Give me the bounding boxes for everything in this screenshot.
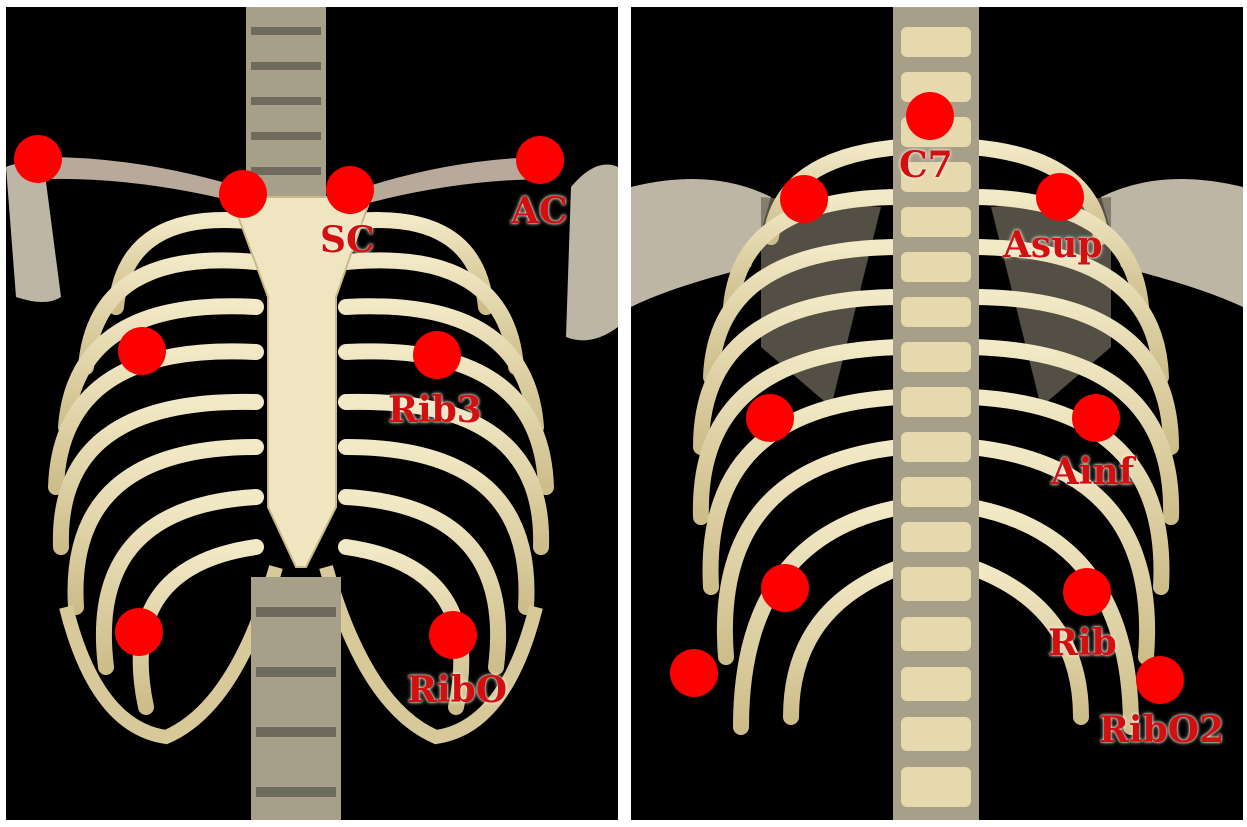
marker-rib3 [413, 331, 461, 379]
label-ribo2: RibO2 [1099, 712, 1224, 748]
marker-ribo2 [1136, 656, 1184, 704]
label-sc: SC [320, 222, 375, 258]
marker-asup [1036, 173, 1084, 221]
marker-left-acromion [14, 135, 62, 183]
marker-left-rib3 [118, 327, 166, 375]
label-ainf: Ainf [1051, 454, 1134, 490]
marker-left-ribo2 [670, 649, 718, 697]
marker-c7 [906, 92, 954, 140]
marker-left-asup [780, 175, 828, 223]
posterior-view-panel: C7 Asup Ainf Rib RibO2 [631, 7, 1243, 820]
marker-ainf [1072, 394, 1120, 442]
anterior-skeleton-illustration [6, 7, 618, 820]
marker-rib [1063, 568, 1111, 616]
marker-sc [326, 166, 374, 214]
posterior-skeleton-illustration [631, 7, 1243, 820]
label-ribo: RibO [407, 672, 507, 708]
marker-ribo [429, 611, 477, 659]
marker-left-rib [761, 564, 809, 612]
label-rib3: Rib3 [388, 392, 482, 428]
label-rib: Rib [1048, 625, 1117, 661]
marker-left-ribo [115, 608, 163, 656]
label-ac: AC [511, 193, 568, 229]
marker-ac [516, 136, 564, 184]
anterior-view-panel: SC AC Rib3 RibO [6, 7, 618, 820]
marker-left-sternoclavicular [219, 170, 267, 218]
label-asup: Asup [1003, 227, 1103, 263]
label-c7: C7 [899, 147, 953, 183]
marker-left-ainf [746, 394, 794, 442]
